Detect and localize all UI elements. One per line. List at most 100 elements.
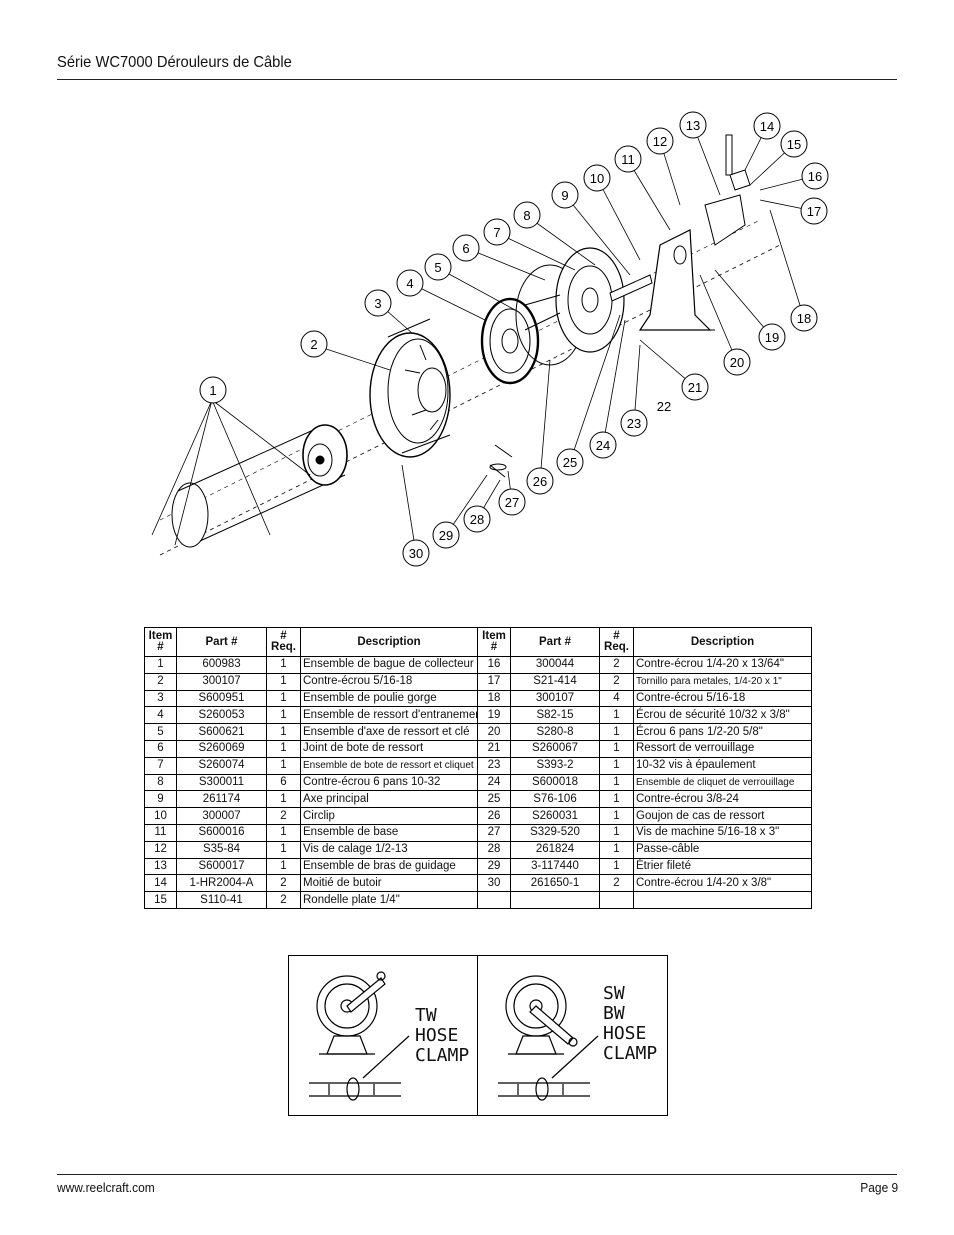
cell-item-2: 20 <box>477 723 511 741</box>
cell-req: 1 <box>266 723 301 741</box>
cell-req: 1 <box>266 689 301 708</box>
cell-part-2: 300107 <box>510 689 600 708</box>
col-header-description: Description <box>300 627 478 657</box>
callout-29: 29 <box>439 528 453 543</box>
tw-hose-clamp-label: TW HOSE CLAMP <box>415 1005 470 1066</box>
cell-req: 1 <box>266 823 301 842</box>
footer-website-link[interactable]: www.reelcraft.com <box>57 1180 155 1195</box>
cell-part-2: 261650-1 <box>510 874 600 893</box>
cell-description-2: Goujon de cas de ressort <box>633 807 812 825</box>
cell-description-2: Contre-écrou 5/16-18 <box>633 689 812 708</box>
callout-14: 14 <box>760 119 774 134</box>
cell-part: S600621 <box>176 723 267 741</box>
cell-part-2: S600018 <box>510 773 600 792</box>
callout-27: 27 <box>505 495 519 510</box>
cell-req-2 <box>599 891 634 909</box>
cell-part: S260053 <box>176 706 267 725</box>
cell-item: 3 <box>144 689 177 708</box>
cell-item: 7 <box>144 756 177 775</box>
cell-description: Ensemble de bote de ressort et cliquet <box>300 756 478 775</box>
callout-2: 2 <box>310 337 317 352</box>
cell-part: 300107 <box>176 672 267 691</box>
callout-5: 5 <box>434 260 441 275</box>
col-header-description-2: Description <box>633 627 812 657</box>
cell-item-2: 26 <box>477 807 511 825</box>
cell-item-2: 24 <box>477 773 511 792</box>
cell-req-2: 1 <box>599 723 634 741</box>
callout-30: 30 <box>409 546 423 561</box>
cell-description-2: Écrou 6 pans 1/2-20 5/8" <box>633 723 812 741</box>
callout-13: 13 <box>686 118 700 133</box>
cell-part-2: 3-117440 <box>510 857 600 876</box>
callout-28: 28 <box>470 512 484 527</box>
callout-9: 9 <box>561 188 568 203</box>
cell-description: Ensemble d'axe de ressort et clé <box>300 723 478 741</box>
callout-25: 25 <box>563 455 577 470</box>
cell-part: 1-HR2004-A <box>176 874 267 893</box>
cell-description: Contre-écrou 6 pans 10-32 <box>300 773 478 792</box>
cell-req: 1 <box>266 756 301 775</box>
parts-list-table: Item# Part # #Req. Description Item# Par… <box>144 627 812 909</box>
cell-item: 4 <box>144 706 177 725</box>
exploded-parts-diagram: 1 2 3 4 5 6 7 8 9 10 11 12 13 14 15 16 1… <box>151 111 829 567</box>
cell-req-2: 1 <box>599 773 634 792</box>
cell-req-2: 1 <box>599 739 634 758</box>
cell-description: Axe principal <box>300 790 478 809</box>
cell-part-2: 300044 <box>510 656 600 674</box>
cell-part: S600951 <box>176 689 267 708</box>
cell-description-2: Vis de machine 5/16-18 x 3" <box>633 823 812 842</box>
cell-item-2: 29 <box>477 857 511 876</box>
cell-req: 2 <box>266 807 301 825</box>
cell-part: 261174 <box>176 790 267 809</box>
callout-11: 11 <box>621 152 635 167</box>
cell-description-2: Contre-écrou 3/8-24 <box>633 790 812 809</box>
cell-item: 8 <box>144 773 177 792</box>
cell-item: 5 <box>144 723 177 741</box>
cell-item-2: 16 <box>477 656 511 674</box>
cell-item-2: 28 <box>477 840 511 859</box>
cell-item-2: 27 <box>477 823 511 842</box>
cell-part-2: S76-106 <box>510 790 600 809</box>
cell-description: Ensemble de bras de guidage <box>300 857 478 876</box>
cell-req: 2 <box>266 874 301 893</box>
cell-part: S260069 <box>176 739 267 758</box>
callout-1: 1 <box>209 383 216 398</box>
cell-req-2: 1 <box>599 706 634 725</box>
cell-part: S600017 <box>176 857 267 876</box>
cell-item: 14 <box>144 874 177 893</box>
cell-part-2: S21-414 <box>510 672 600 691</box>
col-header-item-2: Item# <box>477 627 511 657</box>
cell-part-2: S260067 <box>510 739 600 758</box>
cell-description-2: Tornillo para metales, 1/4-20 x 1" <box>633 672 812 691</box>
cell-part: S300011 <box>176 773 267 792</box>
callout-22: 22 <box>657 399 671 414</box>
callout-7: 7 <box>493 225 500 240</box>
callout-16: 16 <box>808 169 822 184</box>
cell-item-2: 17 <box>477 672 511 691</box>
table-header-row: Item# Part # #Req. Description Item# Par… <box>144 627 812 657</box>
cell-item-2: 25 <box>477 790 511 809</box>
cell-item-2 <box>477 891 511 909</box>
cell-item-2: 21 <box>477 739 511 758</box>
cell-req-2: 1 <box>599 857 634 876</box>
cell-description-2: Contre-écrou 1/4-20 x 13/64" <box>633 656 812 674</box>
cell-req-2: 2 <box>599 672 634 691</box>
cell-description: Rondelle plate 1/4" <box>300 891 478 909</box>
cell-item: 11 <box>144 823 177 842</box>
cell-part: 600983 <box>176 656 267 674</box>
header-rule <box>57 79 897 80</box>
callout-21: 21 <box>688 380 702 395</box>
cell-part: S600016 <box>176 823 267 842</box>
callout-26: 26 <box>533 474 547 489</box>
cell-description: Ensemble de ressort d'entranement <box>300 706 478 725</box>
footer-rule <box>57 1174 897 1175</box>
cell-item: 9 <box>144 790 177 809</box>
callout-3: 3 <box>374 296 381 311</box>
